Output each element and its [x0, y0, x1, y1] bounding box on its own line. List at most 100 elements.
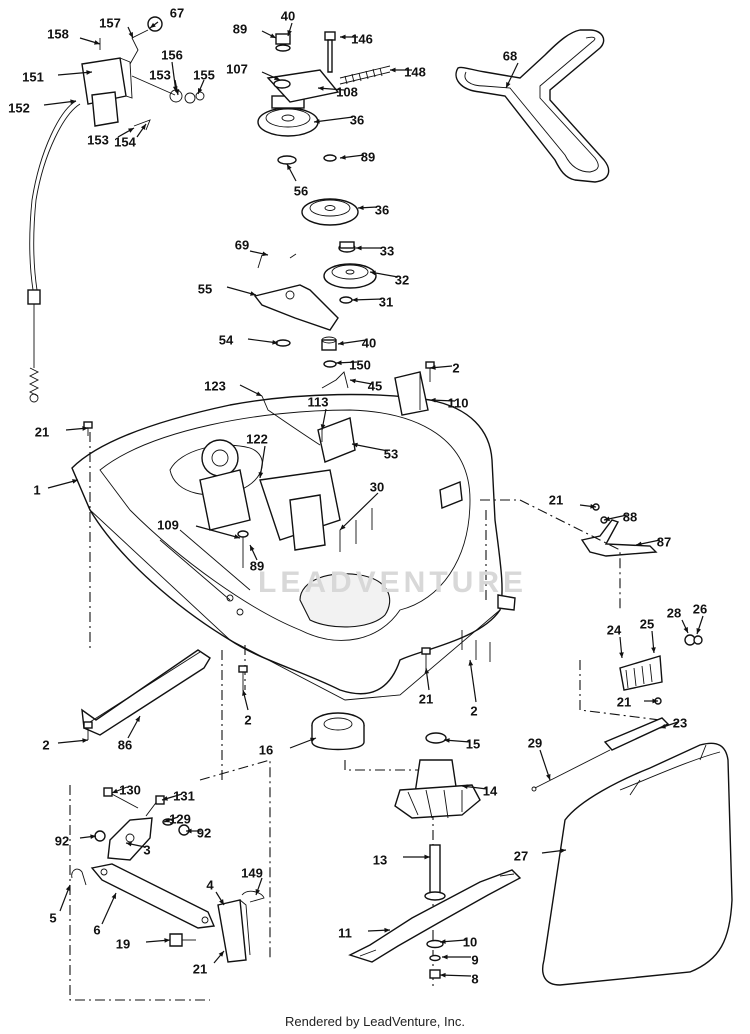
- callout-c123: 123: [204, 378, 226, 393]
- washer-9: [429, 954, 441, 962]
- washer-150: [323, 360, 337, 368]
- spindle-housing: [394, 759, 481, 819]
- arrowhead-c13: [424, 854, 430, 860]
- arrowhead-c40a: [287, 30, 292, 36]
- arrowhead-c154: [140, 124, 146, 130]
- callout-c89c: 89: [250, 558, 264, 573]
- control-cable: [27, 100, 81, 403]
- arrowhead-c146: [340, 34, 346, 40]
- arrowhead-c16: [310, 737, 316, 743]
- arrowhead-c31: [352, 297, 358, 303]
- callout-c21c: 21: [617, 694, 631, 709]
- bracket-23: [603, 717, 670, 751]
- bearing-15: [425, 732, 447, 744]
- arrowhead-c155: [198, 88, 203, 94]
- arrowhead-c32: [370, 270, 376, 276]
- callout-c69: 69: [235, 237, 249, 252]
- arrowhead-c21a: [82, 426, 88, 431]
- callout-c21a: 21: [35, 424, 49, 439]
- leader-c53: [351, 443, 389, 452]
- pin-149: [241, 890, 265, 903]
- mower-blade: [348, 869, 522, 963]
- arrowhead-c108: [318, 86, 324, 91]
- callout-c122: 122: [246, 431, 268, 446]
- hanger-bracket-right: [580, 519, 658, 557]
- callout-c131: 131: [173, 788, 195, 803]
- callout-c92b: 92: [197, 825, 211, 840]
- nut-40-a: [275, 33, 291, 52]
- callout-c2d: 2: [42, 737, 49, 752]
- callout-c36b: 36: [375, 202, 389, 217]
- arrowhead-c2c: [242, 690, 247, 696]
- callout-c3: 3: [143, 842, 150, 857]
- callout-c153b: 153: [87, 132, 109, 147]
- callout-c151: 151: [22, 69, 44, 84]
- callout-c155: 155: [193, 67, 215, 82]
- arrowhead-c69: [262, 251, 268, 257]
- arrowhead-c21d: [424, 668, 430, 674]
- arrowhead-c2b: [468, 660, 474, 666]
- arrowhead-c26: [696, 628, 701, 634]
- footer-credit: Rendered by LeadVenture, Inc.: [285, 1014, 465, 1029]
- callout-c40b: 40: [362, 335, 376, 350]
- callout-c21d: 21: [419, 691, 433, 706]
- callout-c15: 15: [466, 736, 480, 751]
- callout-c29: 29: [528, 735, 542, 750]
- callout-c157: 157: [99, 15, 121, 30]
- hanger-bracket: [81, 649, 211, 736]
- arrowhead-c149: [255, 889, 261, 895]
- watermark: LEADVENTURE: [258, 566, 527, 599]
- idler-bracket: [317, 417, 356, 463]
- spring-45: [321, 371, 349, 389]
- callout-c53: 53: [384, 446, 398, 461]
- callout-c21b: 21: [549, 492, 563, 507]
- arrowhead-c40b: [338, 340, 344, 346]
- pulley-32: [323, 263, 377, 289]
- arrowhead-c45: [350, 378, 356, 384]
- arrowhead-c8: [440, 972, 446, 978]
- leader-c36a: [313, 116, 354, 123]
- arrowhead-c158: [94, 40, 100, 45]
- arrowhead-c153a: [174, 89, 180, 95]
- callout-c19: 19: [116, 936, 130, 951]
- arrowhead-c150: [336, 360, 342, 366]
- callout-c110: 110: [448, 395, 469, 410]
- arrowhead-c53: [352, 442, 358, 448]
- arrowhead-c2d: [82, 738, 88, 743]
- clip-5: [71, 868, 87, 886]
- nut-107: [273, 79, 291, 89]
- callout-c14: 14: [483, 783, 498, 798]
- washer-54: [275, 339, 291, 347]
- arrowhead-c87: [636, 541, 642, 547]
- callout-c109: 109: [157, 517, 179, 532]
- callout-c26: 26: [693, 601, 707, 616]
- callout-c8: 8: [471, 971, 478, 986]
- engagement-lever: [81, 16, 205, 131]
- arrowhead-c9: [442, 954, 448, 960]
- bolt-19: [169, 933, 196, 947]
- arrowhead-c21b: [590, 503, 596, 509]
- leader-c2b: [469, 659, 477, 703]
- callout-c54: 54: [219, 332, 234, 347]
- callout-c31: 31: [379, 294, 393, 309]
- callout-c56: 56: [294, 183, 308, 198]
- arrowhead-c92b: [186, 828, 192, 834]
- callout-c30: 30: [370, 479, 384, 494]
- leader-c6: [101, 892, 117, 925]
- bolt-130: [103, 787, 139, 809]
- arrowhead-c14: [462, 784, 468, 789]
- arrowhead-c153b: [128, 128, 134, 133]
- callout-c108: 108: [336, 84, 358, 99]
- callout-c13: 13: [373, 852, 387, 867]
- arrowhead-c92a: [90, 834, 96, 840]
- callout-c148: 148: [404, 64, 426, 79]
- arrowhead-c27: [560, 848, 566, 854]
- arrowhead-c130: [112, 788, 118, 794]
- callout-c2a: 2: [452, 360, 459, 375]
- callout-c32: 32: [395, 272, 409, 287]
- arrowhead-c109: [234, 534, 240, 539]
- bolt-131: [145, 795, 165, 817]
- drive-belt: [455, 29, 610, 183]
- arrowhead-c21c: [652, 698, 658, 704]
